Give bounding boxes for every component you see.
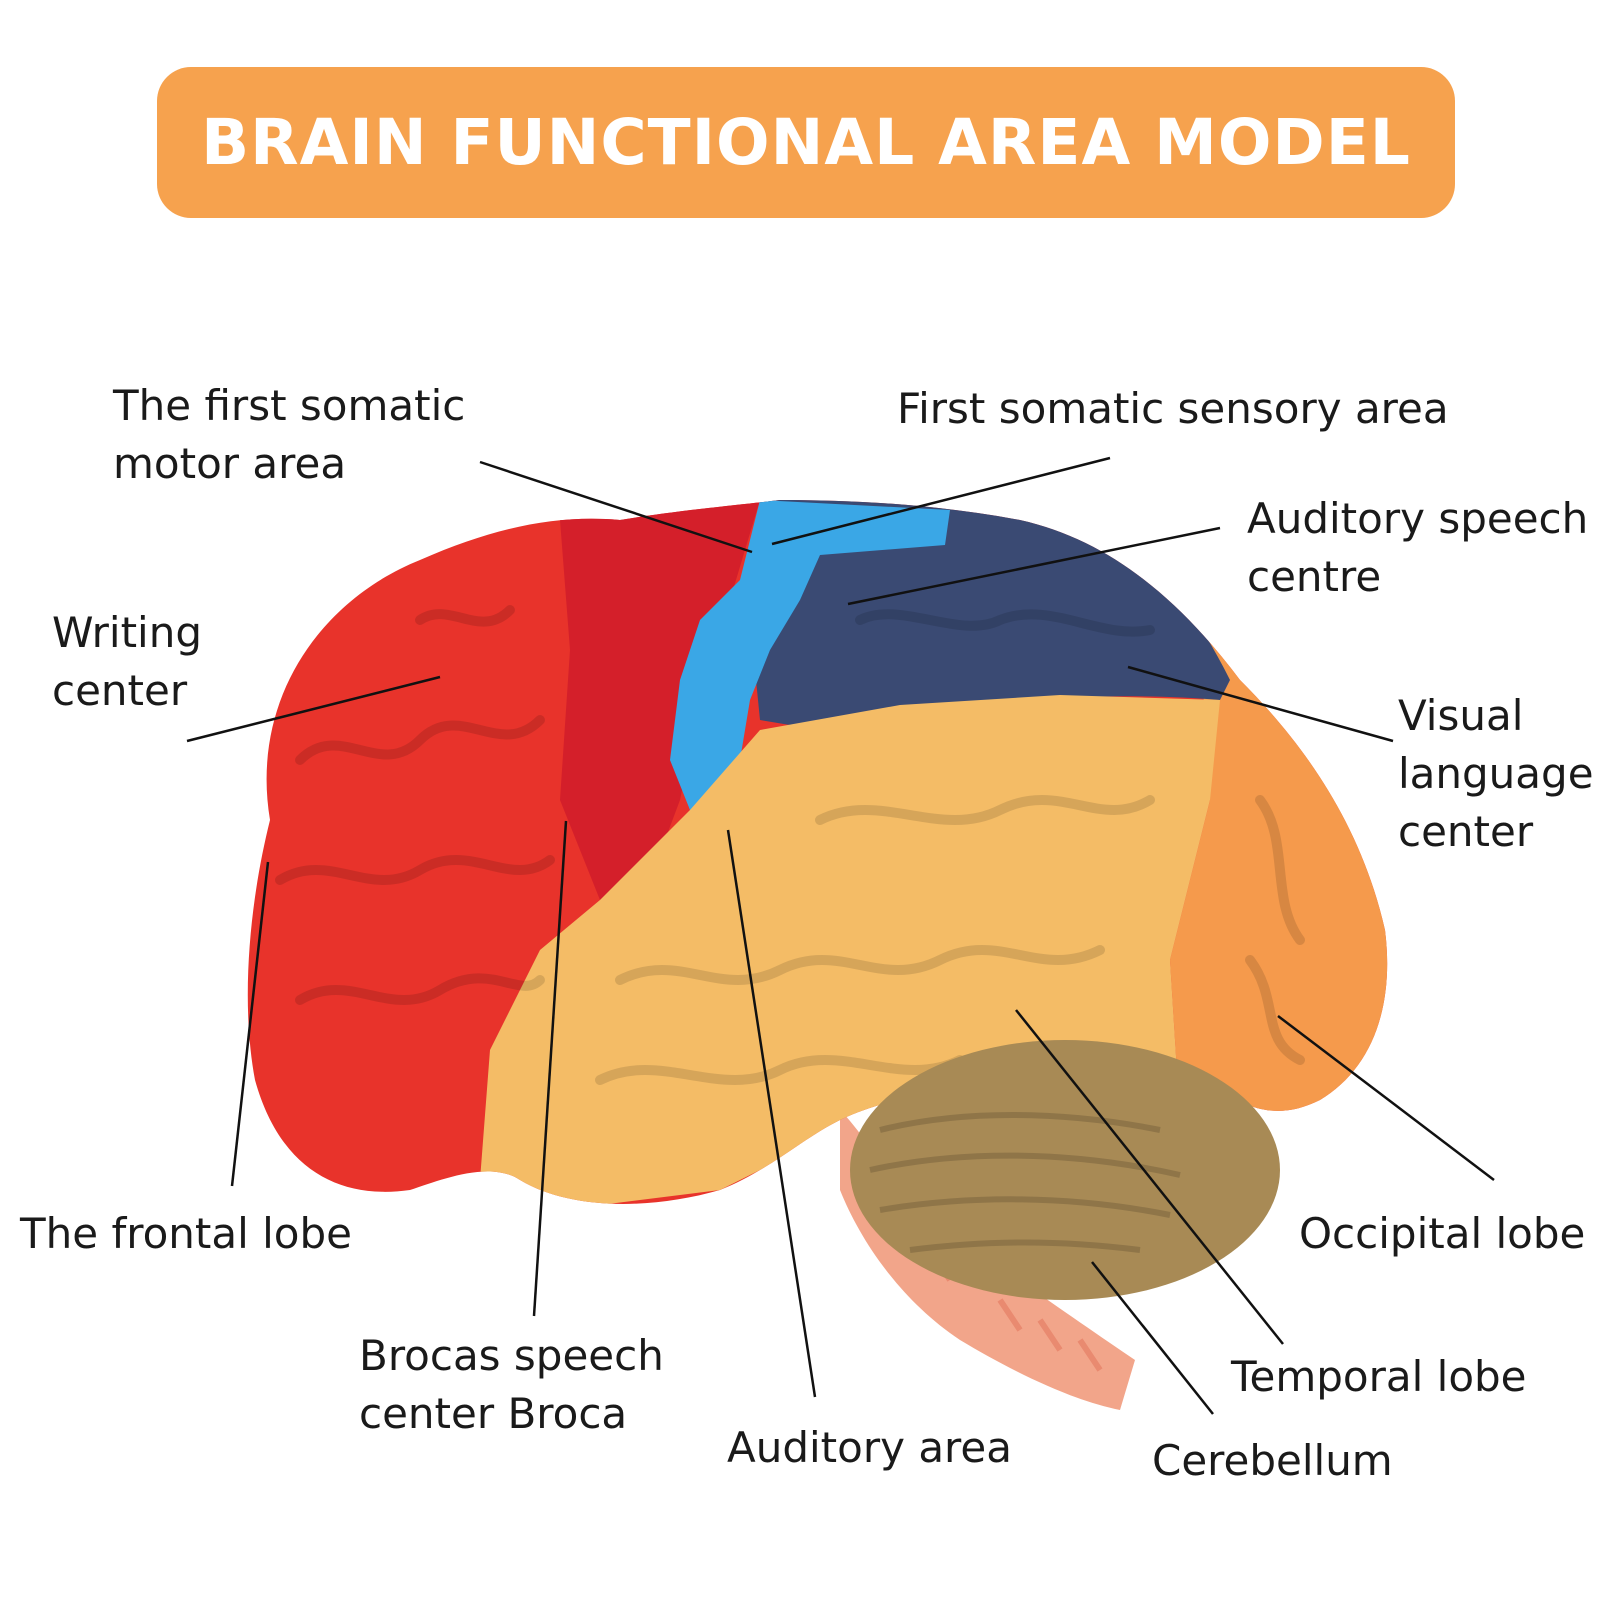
leader-brocas <box>532 820 568 1317</box>
label-motor-area-line1: The first somatic <box>113 381 466 430</box>
label-cerebellum-line1: Cerebellum <box>1152 1436 1393 1485</box>
label-temporal-lobe: Temporal lobe <box>1231 1348 1527 1406</box>
leader-motor-area <box>479 460 753 554</box>
label-cerebellum: Cerebellum <box>1152 1432 1393 1490</box>
leader-frontal-lobe <box>230 861 270 1187</box>
leader-lines <box>186 456 1495 1415</box>
label-auditory-area: Auditory area <box>727 1419 1012 1477</box>
page-title: BRAIN FUNCTIONAL AREA MODEL <box>201 106 1411 179</box>
leader-occipital-lobe <box>1277 1015 1495 1181</box>
label-visual-language-line1: Visual <box>1398 691 1524 740</box>
parietal-region <box>750 500 1230 730</box>
leader-cerebellum <box>1091 1261 1214 1415</box>
brainstem-ridges <box>927 1248 1103 1372</box>
label-auditory-area-line1: Auditory area <box>727 1423 1012 1472</box>
label-occipital-lobe: Occipital lobe <box>1299 1205 1585 1263</box>
cerebellum <box>850 1040 1280 1300</box>
label-visual-language: Visual language center <box>1398 687 1594 861</box>
label-sensory-area-line1: First somatic sensory area <box>897 384 1449 433</box>
label-auditory-speech: Auditory speech centre <box>1247 490 1588 606</box>
label-frontal-lobe-line1: The frontal lobe <box>20 1209 353 1258</box>
label-occipital-lobe-line1: Occipital lobe <box>1299 1209 1586 1258</box>
label-brocas: Brocas speech center Broca <box>359 1327 664 1443</box>
title-banner: BRAIN FUNCTIONAL AREA MODEL <box>157 67 1455 218</box>
label-sensory-area: First somatic sensory area <box>897 380 1449 438</box>
label-brocas-line1: Brocas speech <box>359 1331 664 1380</box>
brain-gyri-texture <box>275 605 1305 1085</box>
leader-writing <box>186 675 441 743</box>
leader-visual-language <box>1127 665 1394 743</box>
leader-temporal-lobe <box>1015 1009 1284 1345</box>
label-brocas-line2: center Broca <box>359 1389 628 1438</box>
label-motor-area: The first somatic motor area <box>113 377 465 493</box>
label-motor-area-line2: motor area <box>113 439 347 488</box>
label-auditory-speech-line2: centre <box>1247 552 1382 601</box>
leader-sensory-area <box>771 456 1111 546</box>
cerebellum-folia <box>869 1112 1181 1253</box>
sensory-area-strip <box>670 500 950 810</box>
label-auditory-speech-line1: Auditory speech <box>1247 494 1589 543</box>
label-writing-line1: Writing <box>52 608 202 657</box>
label-visual-language-line2: language <box>1398 749 1594 798</box>
label-writing-line2: center <box>52 666 188 715</box>
label-visual-language-line3: center <box>1398 807 1534 856</box>
label-writing: Writing center <box>52 604 202 720</box>
leader-auditory-speech <box>847 526 1221 606</box>
motor-area-strip <box>560 500 760 900</box>
label-frontal-lobe: The frontal lobe <box>20 1205 352 1263</box>
label-temporal-lobe-line1: Temporal lobe <box>1231 1352 1527 1401</box>
leader-auditory-area <box>726 829 817 1398</box>
